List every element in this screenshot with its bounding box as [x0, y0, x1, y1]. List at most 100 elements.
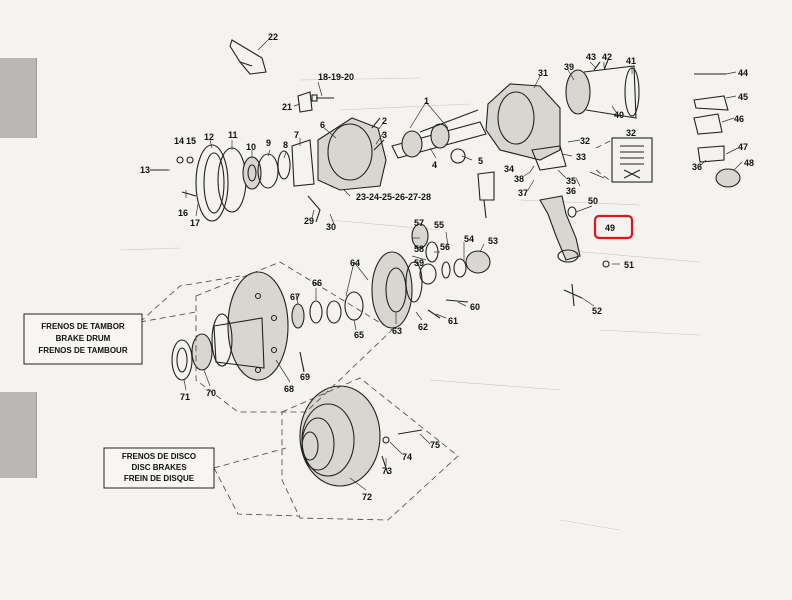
part-12-seal-plate	[195, 144, 229, 222]
left-page-tab-upper	[0, 58, 37, 138]
callout-75: 75	[430, 440, 440, 450]
scan-texture	[119, 77, 701, 531]
part-18-20-bolt	[311, 94, 334, 102]
callout-49: 49	[605, 223, 615, 233]
drum-box-line-3: FRENOS DE TAMBOUR	[38, 346, 127, 355]
part-22-bracket	[229, 39, 267, 75]
callout-55: 55	[434, 220, 444, 230]
callout-18-19-20: 18-19-20	[318, 72, 354, 82]
left-page-tab-lower	[0, 392, 37, 478]
callout-56: 56	[440, 242, 450, 252]
callout-72: 72	[362, 492, 372, 502]
callout-13: 13	[140, 165, 150, 175]
part-49-steering-arm	[539, 195, 581, 263]
callout-22: 22	[268, 32, 278, 42]
part-13-17-fasteners	[150, 156, 197, 197]
highlight-box-49	[593, 214, 634, 240]
callout-7: 7	[294, 130, 299, 140]
part-52-cross	[563, 283, 583, 307]
part-21-bracket	[297, 91, 313, 113]
part-57-59-seal-stack	[411, 223, 439, 285]
callout-69: 69	[300, 372, 310, 382]
callout-71: 71	[180, 392, 190, 402]
callout-57: 57	[414, 218, 424, 228]
callout-2: 2	[382, 116, 387, 126]
callout-12: 12	[204, 132, 214, 142]
part-11-gasket	[217, 147, 247, 213]
callout-14: 14	[174, 136, 184, 146]
drum-brake-label-box: FRENOS DE TAMBOR BRAKE DRUM FRENOS DE TA…	[23, 313, 143, 365]
part-8-ring	[277, 150, 291, 180]
kit-box-outline	[595, 139, 613, 183]
callout-62: 62	[418, 322, 428, 332]
callout-23-28: 23-24-25-26-27-28	[356, 192, 431, 202]
part-44-48-right-parts	[693, 73, 741, 188]
disc-box-line-1: FRENOS DE DISCO	[122, 452, 196, 461]
callout-70: 70	[206, 388, 216, 398]
part-7-cone	[291, 139, 315, 187]
part-5-ring	[450, 148, 466, 164]
part-33-34-35-bracket	[531, 145, 567, 171]
callout-8: 8	[283, 140, 288, 150]
callout-65: 65	[354, 330, 364, 340]
callout-64: 64	[350, 258, 360, 268]
leader-lines	[158, 39, 743, 491]
callout-31: 31	[538, 68, 548, 78]
callout-53: 53	[488, 236, 498, 246]
callout-44: 44	[738, 68, 748, 78]
drum-box-line-2: BRAKE DRUM	[56, 334, 111, 343]
callout-32b: 32	[626, 128, 636, 138]
callout-54: 54	[464, 234, 474, 244]
part-51-nut	[602, 260, 610, 268]
part-66-67-seals	[291, 300, 323, 329]
callout-37: 37	[518, 188, 528, 198]
callout-6: 6	[320, 120, 325, 130]
callout-16: 16	[178, 208, 188, 218]
callout-labels: 22 18-19-20 21 1 2 3 4 5 6 7 8 9 10 11 1…	[140, 32, 754, 502]
callout-45: 45	[738, 92, 748, 102]
part-72-disc-hub	[299, 385, 381, 487]
part-31-axle-housing	[485, 83, 561, 161]
callout-32a: 32	[580, 136, 590, 146]
disc-brake-label-box: FRENOS DE DISCO DISC BRAKES FREIN DE DIS…	[103, 447, 215, 489]
part-68-drum-hub	[211, 271, 289, 381]
callout-30: 30	[326, 222, 336, 232]
callout-29: 29	[304, 216, 314, 226]
part-39-41-flange-tube	[565, 65, 640, 119]
part-71-seal	[171, 339, 193, 381]
callout-3: 3	[382, 130, 387, 140]
callout-17: 17	[190, 218, 200, 228]
callout-50: 50	[588, 196, 598, 206]
disc-group-outline	[213, 377, 459, 521]
callout-5: 5	[478, 156, 483, 166]
disc-box-line-2: DISC BRAKES	[131, 463, 187, 472]
callout-15: 15	[186, 136, 196, 146]
callout-40: 40	[614, 110, 624, 120]
part-37-shim	[477, 171, 495, 219]
callout-39: 39	[564, 62, 574, 72]
callout-9: 9	[266, 138, 271, 148]
callout-61: 61	[448, 316, 458, 326]
part-50-washer	[567, 206, 577, 218]
callout-36a: 36	[566, 186, 576, 196]
drum-group-outline	[139, 261, 393, 413]
callout-63: 63	[392, 326, 402, 336]
callout-4: 4	[432, 160, 437, 170]
callout-38: 38	[514, 174, 524, 184]
callout-47: 47	[738, 142, 748, 152]
part-73-74-75-fasteners	[381, 429, 423, 475]
callout-10: 10	[246, 142, 256, 152]
part-42-43-fitting	[593, 59, 609, 71]
callout-34: 34	[504, 164, 514, 174]
callout-41: 41	[626, 56, 636, 66]
callout-48: 48	[744, 158, 754, 168]
callout-66: 66	[312, 278, 322, 288]
callout-67: 67	[290, 292, 300, 302]
callout-60: 60	[470, 302, 480, 312]
callout-21: 21	[282, 102, 292, 112]
callout-52: 52	[592, 306, 602, 316]
part-29-30-cotter	[307, 195, 321, 223]
callout-36b: 36	[692, 162, 702, 172]
callout-11: 11	[228, 130, 238, 140]
